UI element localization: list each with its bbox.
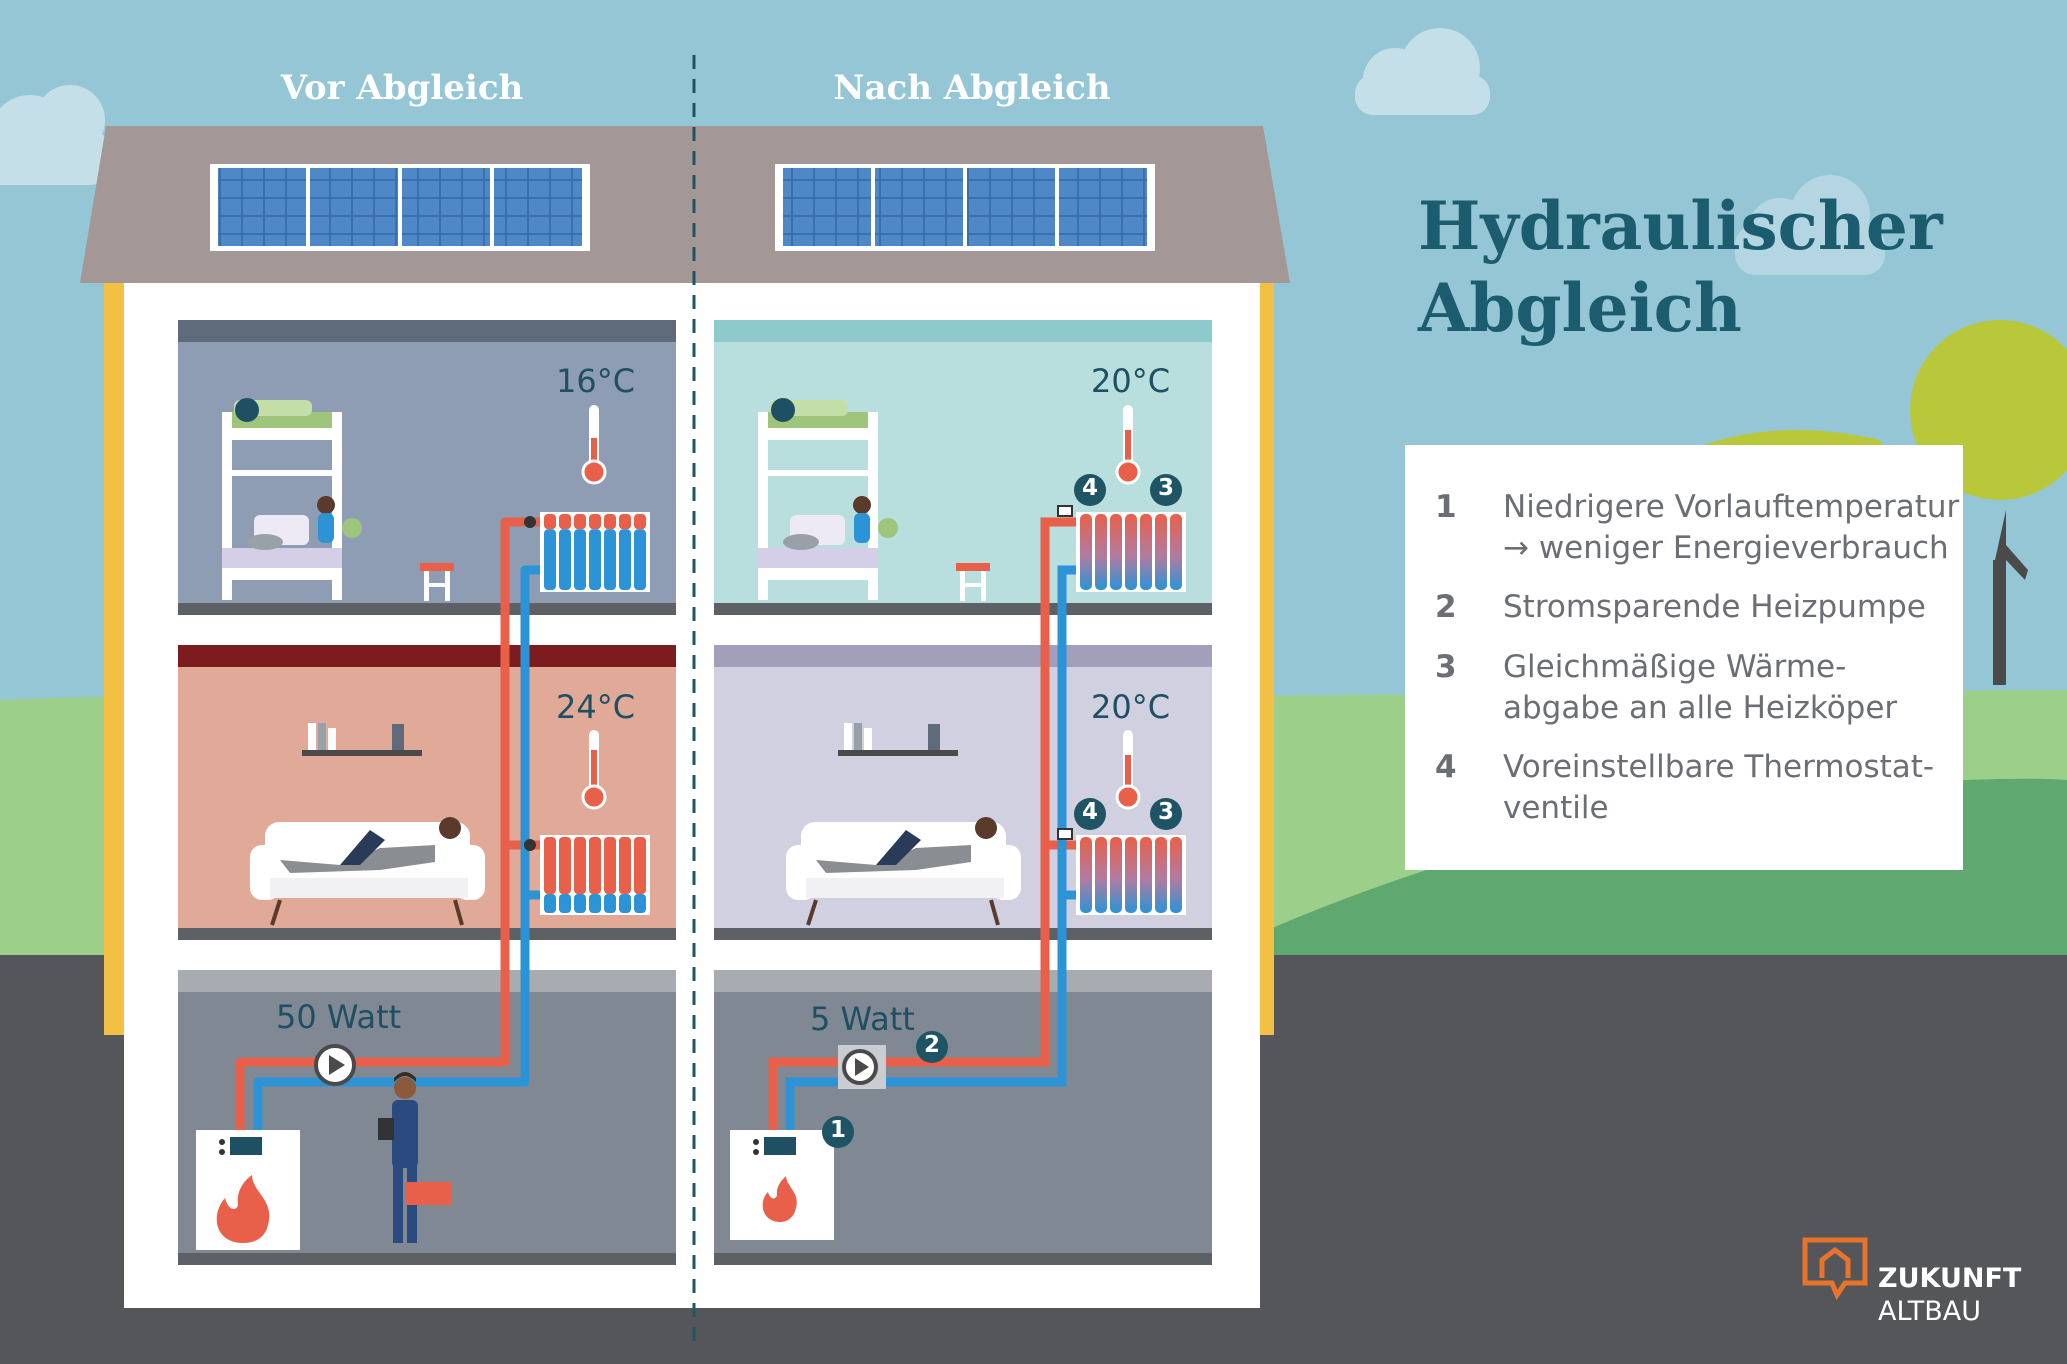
house-wall-left <box>104 270 124 1035</box>
marker-2-label: 2 <box>923 1032 940 1058</box>
cloud-top <box>1355 28 1490 115</box>
marker-4-mid <box>1074 798 1106 830</box>
legend-box: 1 Niedrigere Vorlauftemperatur → weniger… <box>1405 445 1963 870</box>
logo-house-icon <box>1802 1237 1868 1301</box>
temp-left-mid: 24°C <box>556 688 636 726</box>
thermometer-right-mid-icon <box>1115 730 1141 810</box>
marker-3-mid-label: 3 <box>1157 799 1174 825</box>
temp-right-mid: 20°C <box>1091 688 1171 726</box>
bunk-bed-left <box>222 398 362 600</box>
sofa-right <box>786 817 1021 926</box>
radiator-left-top <box>540 512 650 592</box>
marker-3-mid <box>1150 798 1182 830</box>
cloud-left <box>0 85 110 185</box>
boiler-right <box>730 1130 834 1240</box>
temp-right-top: 20°C <box>1091 362 1171 400</box>
stool-right <box>956 563 990 601</box>
valve-left-mid <box>524 839 536 851</box>
pipes-right <box>768 517 1076 1140</box>
pump-right-icon <box>838 1045 886 1089</box>
valve-left-top <box>524 516 536 528</box>
bunk-bed-right <box>758 398 898 600</box>
marker-3-top-label: 3 <box>1157 475 1174 501</box>
legend-num-2: 2 <box>1435 589 1457 625</box>
legend-text-2: Stromsparende Heizpumpe <box>1503 589 1926 625</box>
marker-3-top <box>1150 474 1182 506</box>
legend-num-3: 3 <box>1435 649 1457 685</box>
legend-num-1: 1 <box>1435 489 1457 525</box>
legend-text-4: Voreinstellbare Thermostat- ventile <box>1503 749 1935 826</box>
radiator-left-mid <box>540 835 650 915</box>
technician <box>378 1072 451 1243</box>
pump-power-right: 5 Watt <box>810 1000 915 1038</box>
thermometer-right-top-icon <box>1115 405 1141 485</box>
before-title: Vor Abgleich <box>280 68 524 108</box>
logo-line-1: ZUKUNFT <box>1878 1263 2022 1294</box>
marker-1-label: 1 <box>829 1117 846 1143</box>
solar-panel-left <box>210 164 590 251</box>
pipes-left <box>235 517 540 1140</box>
thermostat-valve-right-top <box>1057 505 1073 517</box>
thermostat-valve-right-mid <box>1057 828 1073 840</box>
shelf-right <box>838 723 958 756</box>
stool-left <box>420 563 454 601</box>
marker-1 <box>822 1116 854 1148</box>
thermometer-left-mid-icon <box>581 730 607 810</box>
legend-num-4: 4 <box>1435 749 1457 785</box>
pump-left-icon <box>314 1044 356 1086</box>
legend-text-1: Niedrigere Vorlauftemperatur → weniger E… <box>1503 489 1960 566</box>
page-title: Hydraulischer Abgleich <box>1418 185 1943 349</box>
radiator-right-mid <box>1076 835 1186 915</box>
marker-4-top <box>1074 474 1106 506</box>
title-line-2: Abgleich <box>1418 269 1742 347</box>
sofa-left <box>250 817 485 926</box>
pump-power-left: 50 Watt <box>276 998 402 1036</box>
boiler-left <box>196 1130 300 1250</box>
radiator-right-top <box>1076 512 1186 592</box>
after-title: Nach Abgleich <box>833 68 1111 108</box>
marker-4-mid-label: 4 <box>1081 799 1098 825</box>
cloud-right <box>1735 175 1885 275</box>
logo-line-2: ALTBAU <box>1878 1296 1982 1327</box>
solar-panel-right <box>775 164 1155 251</box>
legend-text-3: Gleichmäßige Wärme- abgabe an alle Heizk… <box>1503 649 1898 726</box>
marker-4-top-label: 4 <box>1081 475 1098 501</box>
thermometer-left-top-icon <box>581 405 607 485</box>
temp-left-top: 16°C <box>556 362 636 400</box>
title-line-1: Hydraulischer <box>1418 187 1943 265</box>
logo: ZUKUNFT ALTBAU <box>1878 1262 2021 1328</box>
marker-2 <box>916 1031 948 1063</box>
shelf-left <box>302 723 422 756</box>
